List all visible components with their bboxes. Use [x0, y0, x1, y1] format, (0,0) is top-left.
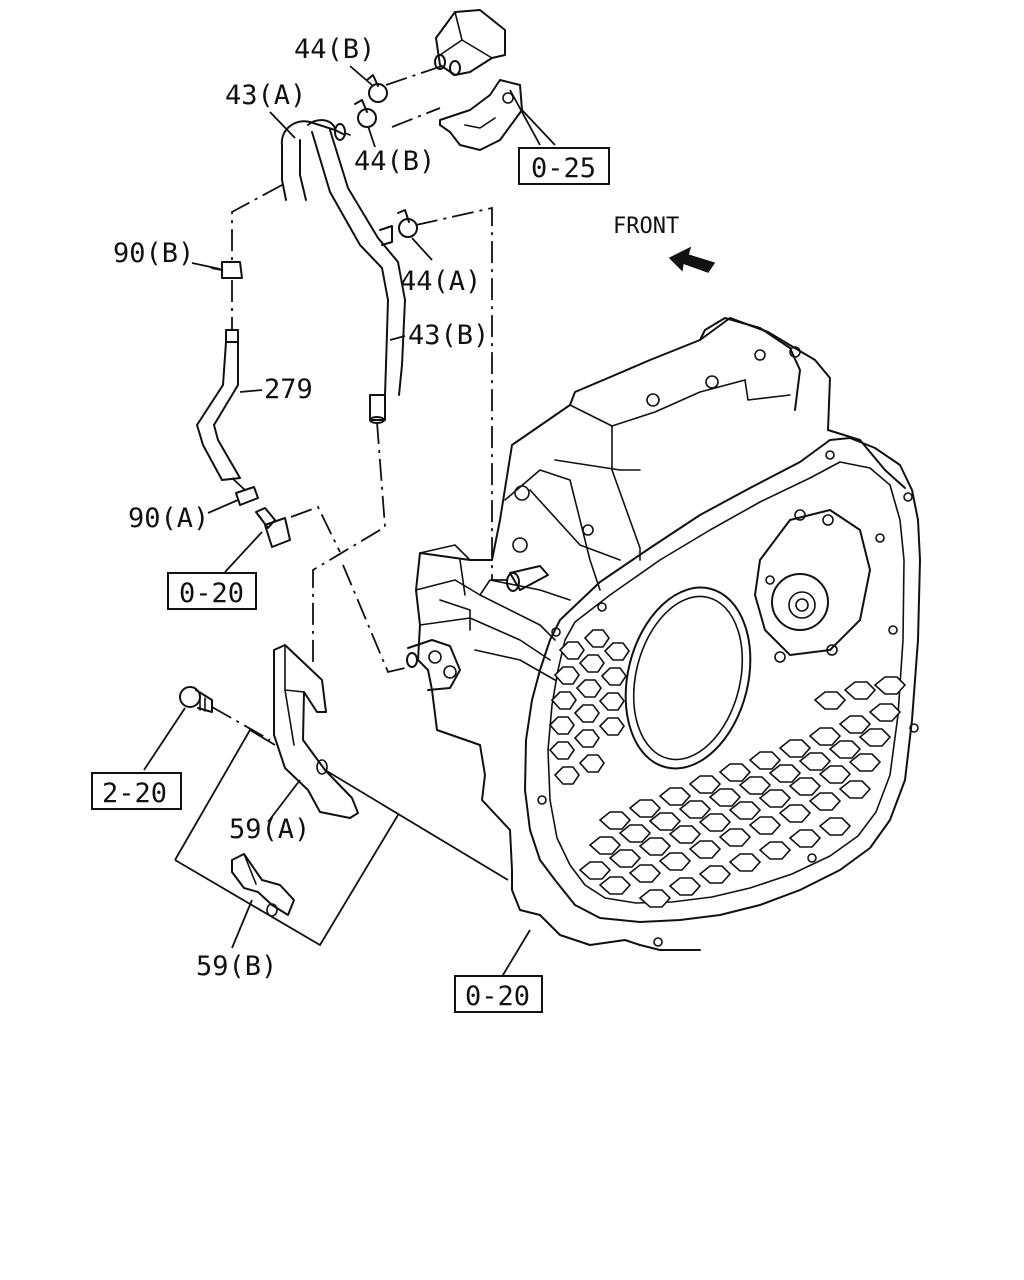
- ref-box-0-20-bottom: 0-20: [454, 975, 543, 1013]
- fitting-0-20: [255, 507, 291, 548]
- label-90b: 90(B): [113, 238, 194, 269]
- part-labels: 44(B) 43(A) 44(B) 90(B) 44(A) 43(B) 279 …: [113, 34, 679, 982]
- clip-90a: [235, 486, 259, 506]
- front-arrow-icon: [668, 246, 716, 273]
- bracket-59a: [273, 644, 359, 819]
- label-43a: 43(A): [225, 80, 306, 111]
- ref-2-20: 2-20: [102, 778, 167, 809]
- hex-grille-left: [548, 629, 630, 785]
- ref-box-0-25: 0-25: [518, 147, 610, 185]
- clip-90b: [211, 261, 243, 279]
- clamp-44a: [397, 209, 418, 238]
- bolt-2-20: [179, 686, 213, 713]
- ref-box-0-20-left: 0-20: [167, 572, 257, 610]
- ref-0-20-left: 0-20: [179, 578, 244, 609]
- pipe-279: [196, 329, 241, 481]
- ref-0-25: 0-25: [531, 153, 596, 184]
- label-43b: 43(B): [408, 320, 489, 351]
- label-front: FRONT: [613, 214, 679, 239]
- hex-grille-lower: [578, 676, 907, 908]
- ref-0-20-bottom: 0-20: [465, 981, 530, 1012]
- label-59a: 59(A): [229, 814, 310, 845]
- clamp-44b-top: [366, 74, 388, 103]
- bracket-59b: [231, 853, 295, 917]
- breather-component: [434, 9, 523, 151]
- clamp-44b-mid: [354, 99, 377, 128]
- flywheel-housing: [406, 317, 921, 951]
- ref-box-2-20: 2-20: [91, 772, 182, 810]
- assembly-lines: [211, 64, 512, 741]
- label-44b-mid: 44(B): [354, 146, 435, 177]
- label-44b-top: 44(B): [294, 34, 375, 65]
- leader-lines: [143, 65, 556, 981]
- label-59b: 59(B): [196, 951, 277, 982]
- label-279: 279: [264, 374, 313, 405]
- label-90a: 90(A): [128, 503, 209, 534]
- hose-43: [280, 119, 406, 424]
- label-44a: 44(A): [400, 266, 481, 297]
